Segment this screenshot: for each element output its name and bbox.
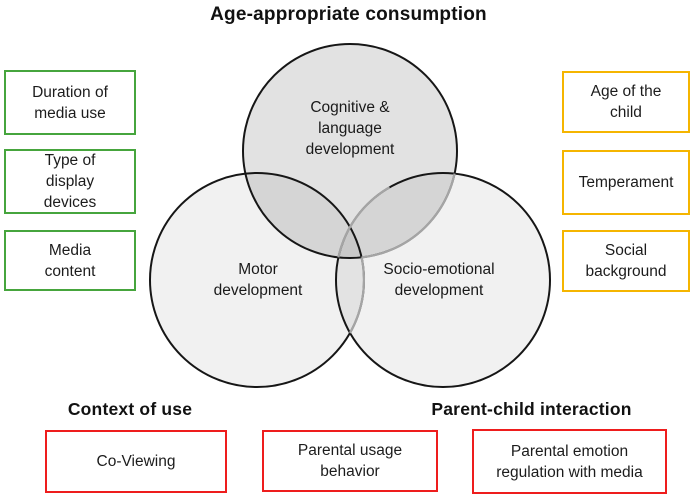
bottom-left-section-title: Context of use xyxy=(67,399,193,419)
venn-circle-cognitive-outline xyxy=(242,43,458,259)
factor-box-age-of-the-child: Age of the child xyxy=(562,71,690,133)
venn-circle-motor-fill xyxy=(150,173,364,387)
venn-circle-cognitive-fill xyxy=(243,44,457,258)
venn-circle-socio-fill xyxy=(336,173,550,387)
factor-box-parental-usage-behavior: Parental usage behavior xyxy=(262,430,438,492)
venn-label-socio: Socio-emotional development xyxy=(383,261,495,299)
factor-box-social-background: Social background xyxy=(562,230,690,292)
factor-box-co-viewing: Co-Viewing xyxy=(45,430,227,493)
muted-arc-socio xyxy=(337,186,391,258)
factor-box-type-of-display-devices: Type of display devices xyxy=(4,149,136,214)
venn-circle-socio-outline xyxy=(335,172,551,388)
factor-box-duration-of-media-use: Duration of media use xyxy=(4,70,136,135)
muted-arc-motor xyxy=(349,257,366,334)
venn-label-motor: Motor development xyxy=(213,261,303,299)
factor-box-parental-emotion-regulation: Parental emotion regulation with media xyxy=(472,429,667,494)
factor-box-temperament: Temperament xyxy=(562,150,690,215)
venn-label-cognitive: Cognitive & language development xyxy=(305,99,395,158)
factor-box-media-content: Media content xyxy=(4,230,136,291)
muted-arc-cognitive xyxy=(361,173,456,259)
bottom-right-section-title: Parent-child interaction xyxy=(431,399,632,419)
top-section-title: Age-appropriate consumption xyxy=(210,4,487,25)
